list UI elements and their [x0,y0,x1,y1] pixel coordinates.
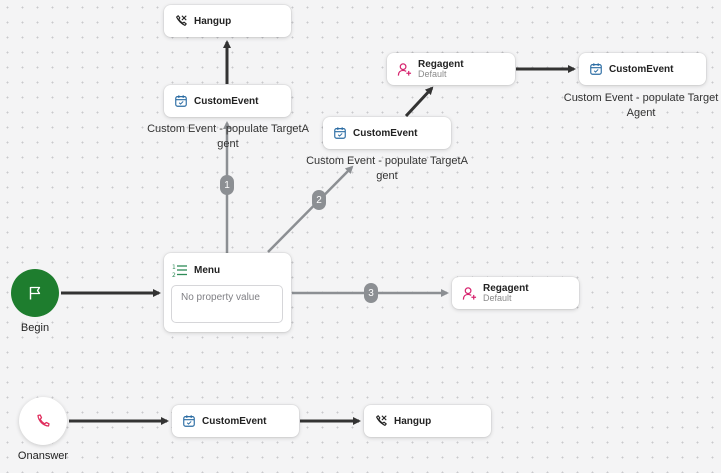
begin-label: Begin [20,322,50,334]
edge-customevent-to-regagent [404,86,434,118]
calendar-check-icon [334,127,346,139]
hangup-node-bottom[interactable]: Hangup [364,405,491,437]
flag-icon [29,286,41,300]
user-plus-icon [462,286,477,300]
menu-node[interactable]: 1 2 Menu No property value [164,253,291,332]
edge-badge-2[interactable]: 2 [312,190,326,210]
numbered-list-icon: 1 2 [172,264,187,278]
edge-badge-3[interactable]: 3 [364,283,378,303]
svg-text:1: 1 [172,264,176,271]
regagent-node-top[interactable]: Regagent Default [387,53,515,85]
customevent-caption-right: Custom Event - populate TargetAgent [563,92,719,119]
calendar-check-icon [175,95,187,107]
menu-node-title: Menu [194,265,221,276]
hangup-node-top[interactable]: Hangup [164,5,291,37]
customevent-node-bottom[interactable]: CustomEvent [172,405,299,437]
phone-icon [37,414,50,427]
onanswer-label: Onanswer [17,450,69,462]
hangup-icon [176,15,187,26]
regagent-node-subtitle: Default [418,69,447,79]
customevent-node-title: CustomEvent [353,127,418,139]
customevent-node-right[interactable]: CustomEvent [579,53,706,85]
customevent-node-title: CustomEvent [194,95,259,107]
hangup-icon [376,415,387,426]
calendar-check-icon [590,63,602,75]
hangup-node-title: Hangup [194,15,232,27]
regagent-node-title: Regagent [483,283,529,294]
regagent-node-title: Regagent [418,59,464,70]
calendar-check-icon [183,415,195,427]
customevent-caption-mid: Custom Event - populate TargetAgent [306,155,468,182]
regagent-node-right[interactable]: Regagent Default [452,277,579,309]
begin-node[interactable] [11,269,59,317]
customevent-node-title: CustomEvent [202,415,267,427]
customevent-node-mid[interactable]: CustomEvent [323,117,451,149]
customevent-node-title: CustomEvent [609,63,674,75]
customevent-caption-left: Custom Event - populate TargetAgent [147,123,309,150]
regagent-node-subtitle: Default [483,293,512,303]
customevent-node-left[interactable]: CustomEvent [164,85,291,117]
user-plus-icon [397,62,412,76]
edge-menu-option-2 [267,165,354,253]
svg-text:2: 2 [172,272,176,278]
edge-badge-1[interactable]: 1 [220,175,234,195]
menu-property-field[interactable]: No property value [171,285,283,323]
onanswer-node[interactable] [19,397,67,445]
hangup-node-title: Hangup [394,415,432,427]
